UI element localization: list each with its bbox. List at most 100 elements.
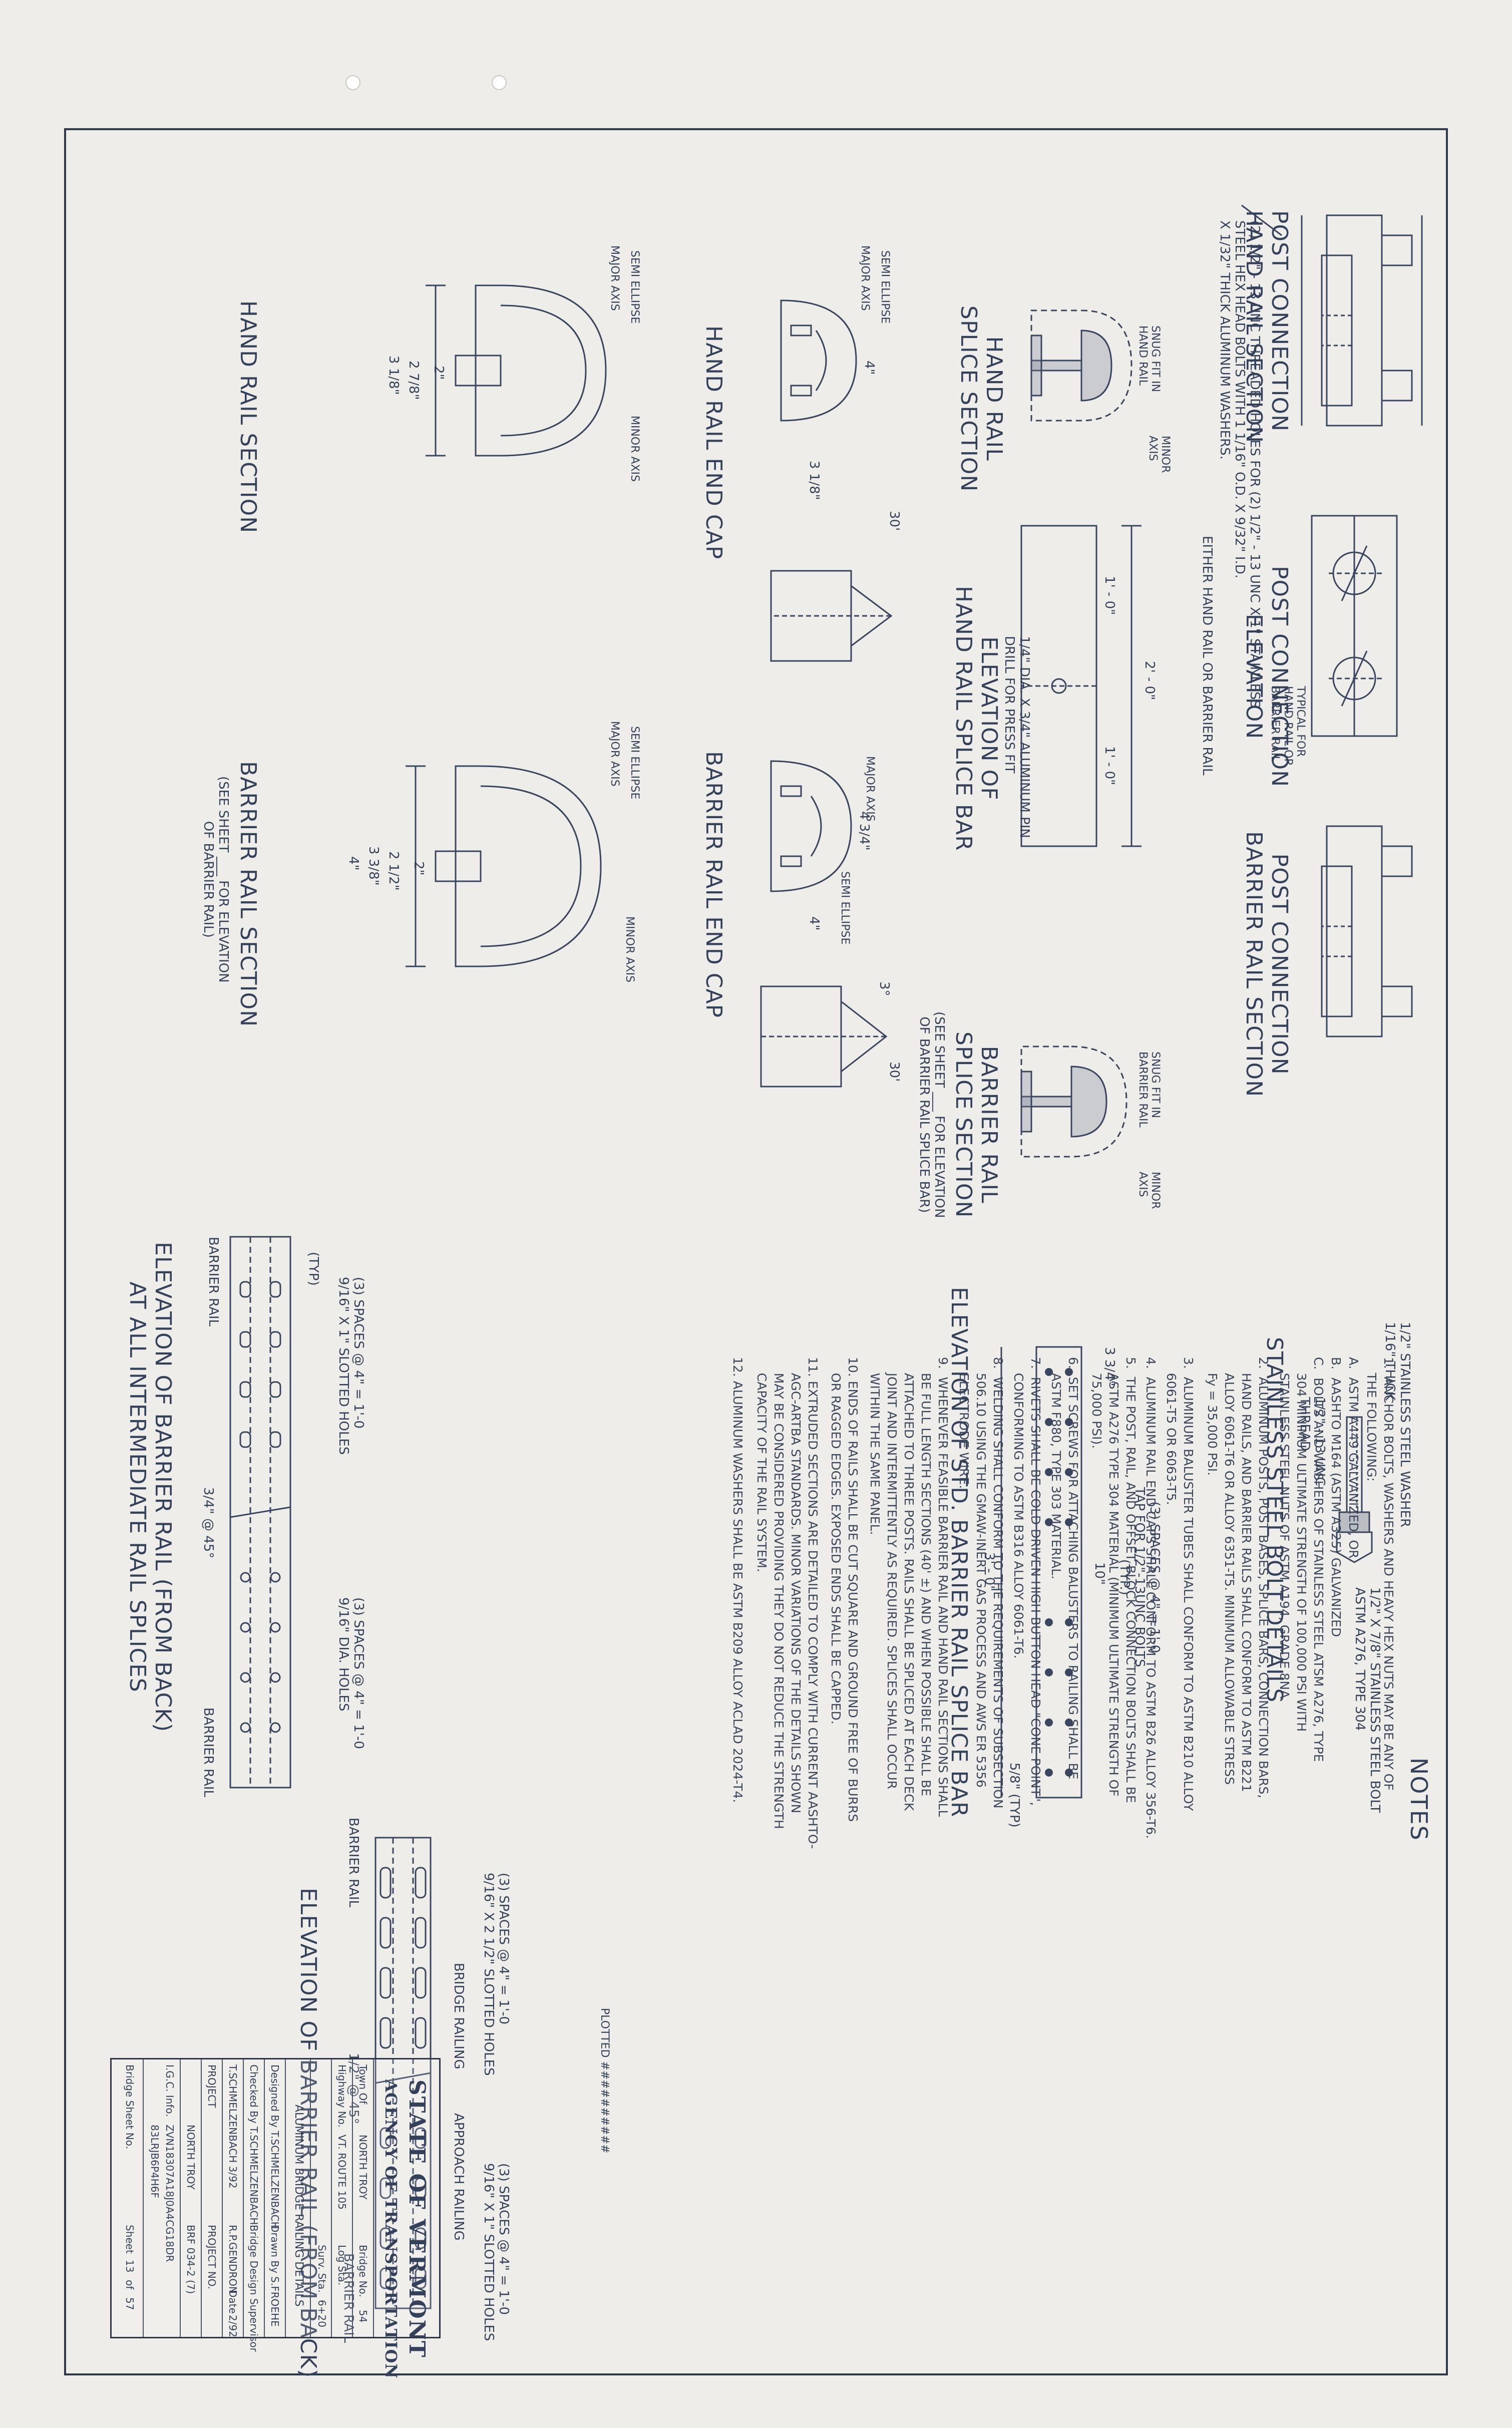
highway-label: Highway No. (336, 2064, 348, 2128)
barrier-rail-splice-section-drawing (1020, 1046, 1127, 1158)
drawn-by: Drawn By S.FROEHE (269, 2225, 281, 2327)
agency-name: AGENCY OF TRANSPORTATION (382, 2079, 401, 2379)
notes-heading: NOTES (1405, 1758, 1432, 1841)
detail-linework (229, 204, 1423, 2309)
major-axis-label-1: MAJOR AXIS (859, 245, 871, 311)
project-label-2: PROJECT NO. (206, 2225, 218, 2290)
barrier-rail-section-drawing (406, 765, 602, 967)
minor-axis-barrier-splice: MINOR AXIS (1136, 1172, 1162, 1209)
supervisor-name: R.P.GENDRON (227, 2225, 239, 2294)
of-value: 57 (124, 2297, 136, 2310)
title-elevation-hand-rail-splice-bar: ELEVATION OF HAND RAIL SPLICE BAR (951, 586, 1002, 851)
surv-sta-value: 6+20 (316, 2300, 328, 2327)
dim-4-3-4: 4 3/4" (857, 811, 872, 851)
title-block: STATE OF VERMONT AGENCY OF TRANSPORTATIO… (110, 2058, 441, 2379)
semi-ellipse-label-2: SEMI ELLIPSE (839, 871, 851, 945)
project-label: PROJECT (206, 2064, 218, 2108)
dim-3deg: 3° (877, 981, 892, 996)
dim-1-0-left: 1' - 0" (1102, 576, 1117, 615)
dim-3-1-8-section: 3 1/8" (386, 356, 401, 395)
minor-axis-hand-splice: MINOR AXIS (1146, 436, 1172, 473)
either-hand-rail-label: EITHER HAND RAIL OR BARRIER RAIL (1200, 536, 1215, 776)
dim-4-end-cap: 4" (862, 361, 877, 375)
threaded-holes-note: (2) 1/2" - 13 UNC THREADED HOLES FOR (2)… (1217, 220, 1262, 709)
dim-2-barrier: 2" (411, 861, 426, 876)
dim-2-7-8: 2 7/8" (406, 361, 421, 400)
title-barrier-rail-splice-section: BARRIER RAIL SPLICE SECTION (951, 1031, 1002, 1218)
bridge-design-supervisor: Bridge Design Supervisor (248, 2225, 260, 2352)
punch-hole (345, 75, 360, 90)
town-value: NORTH TROY (357, 2135, 369, 2200)
stainless-steel-bolt-drawing (1336, 1416, 1373, 1563)
bridge-sheet-label: Bridge Sheet No. (124, 2064, 136, 2149)
barrier-rail-intermediate-elevation-drawing (229, 1236, 291, 1789)
sheet-label: Sheet (124, 2225, 136, 2254)
bridge-no-value: 54 (357, 2310, 369, 2323)
semi-ellipse-label-1: SEMI ELLIPSE (879, 250, 891, 324)
dim-4-barrier-cap: 4" (807, 916, 822, 931)
title-barrier-rail-end-cap: BARRIER RAIL END CAP (701, 751, 726, 1018)
designed-by: Designed By T.SCHMELZENBACH (269, 2064, 281, 2229)
note-item: 1. ANCHOR BOLTS, WASHERS AND HEAVY HEX N… (1364, 1357, 1396, 1791)
snug-fit-hand-rail: SNUG FIT IN HAND RAIL (1136, 325, 1162, 393)
punch-hole (492, 75, 507, 90)
barrier-rail-label-a: BARRIER RAIL (206, 1237, 221, 1327)
dim-30-a: 30' (887, 511, 902, 531)
barrier-rail-label-c: BARRIER RAIL (346, 1818, 361, 1908)
note-item: 10. ENDS OF RAILS SHALL BE CUT SQUARE AN… (829, 1357, 860, 1822)
title-elevation-barrier-rail-intermediate: ELEVATION OF BARRIER RAIL (FROM BACK) AT… (125, 1242, 176, 1732)
post-connection-elevation-drawing (1311, 515, 1398, 737)
barrier-rail-section-note: (SEE SHEET ___ FOR ELEVATION OF BARRIER … (201, 776, 231, 983)
slotted-holes-a-label: (3) SPACES @ 4" = 1'-0 9/16" X 1" SLOTTE… (336, 1277, 366, 1455)
note-item: 8. WELDING SHALL CONFORM TO THE REQUIREM… (957, 1357, 1005, 1809)
description: ALUMINUM BRIDGE RAILING DETAILS (292, 2105, 305, 2307)
aluminum-pin-label: 1/4" DIA. X 3/4" ALUMINUM PIN DRILL FOR … (1002, 636, 1032, 838)
slotted-holes-b-label: (3) SPACES @ 4" = 1'-0 9/16" X 2 1/2" SL… (481, 1873, 511, 2076)
drawing-border (64, 128, 1448, 2375)
note-item: B. AASHTO M164 (ASTM A325) GALVANIZED (1329, 1357, 1343, 1637)
igc-label: I.G.C. Info. (164, 2064, 176, 2117)
date-value: 2/92 (227, 2315, 239, 2337)
note-item: 7. RIVETS SHALL BE COLD DRIVEN HIGH BUTT… (1011, 1357, 1043, 1806)
title-barrier-rail-section: BARRIER RAIL SECTION (235, 761, 261, 1027)
barrier-rail-splice-section-note: (SEE SHEET ___ FOR ELEVATION OF BARRIER … (917, 1011, 947, 1218)
post-connection-barrier-rail-section-drawing (1321, 825, 1413, 1037)
checked-by: Checked By T.SCHMELZENBACH (248, 2064, 260, 2225)
hand-rail-section-drawing (426, 284, 607, 457)
dim-2-0: 2' - 0" (1142, 661, 1157, 701)
dim-30-b: 30' (887, 1062, 902, 1082)
project-town: NORTH TROY (185, 2125, 197, 2190)
title-hand-rail-end-cap: HAND RAIL END CAP (701, 325, 726, 560)
typical-for-label: TYPICAL FOR HAND RAIL OR BARRIER RAIL (1269, 686, 1307, 766)
barrier-rail-back-elevation-drawing (374, 1837, 432, 2309)
std-barrier-rail-splice-bar-drawing (1000, 1346, 1082, 1799)
snug-fit-barrier-rail: SNUG FIT IN BARRIER RAIL (1136, 1052, 1162, 1128)
note-item: 2. ALUMINUM POSTS, POST BASES, SPLICE BA… (1205, 1357, 1271, 1799)
highway-value: VT. ROUTE 105 (336, 2135, 348, 2210)
dim-3-3-8: 3 3/8" (366, 846, 381, 886)
of-label: of (124, 2280, 136, 2290)
hand-rail-splice-section-drawing (1030, 309, 1132, 422)
igc-value: ZVN18307A18J0A4CG18DR (164, 2125, 176, 2262)
minor-axis-label-3: MINOR AXIS (628, 416, 641, 482)
dim-3-1-8-end-cap: 3 1/8" (807, 461, 822, 500)
typ-label: (TYP) (306, 1252, 321, 1286)
dim-4-barrier-section: 4" (346, 856, 361, 871)
sheet-value: 13 (124, 2260, 136, 2273)
igc-value-2: 83LRJB6P4H6F (149, 2125, 161, 2198)
note-item: 12. ALUMINUM WASHERS SHALL BE ASTM B209 … (730, 1357, 745, 1803)
drawing-canvas: POST CONNECTION HAND RAIL SECTION POST C… (90, 135, 1442, 2379)
barrier-rail-end-cap-drawing (760, 760, 888, 1088)
dim-2-hand: 2" (431, 366, 446, 380)
note-item: 11. EXTRUDED SECTIONS ARE DETAILED TO CO… (754, 1357, 820, 1849)
note-item: 9. WHENEVER FEASIBLE BARRIER RAIL AND HA… (868, 1357, 950, 1817)
town-label: Town Of (357, 2064, 369, 2105)
major-axis-label-4: MAJOR AXIS (608, 721, 621, 787)
barrier-rail-label-b: BARRIER RAIL (201, 1707, 216, 1798)
checked-name: T.SCHMELZENBACH 3/92 (227, 2064, 239, 2189)
title-post-connection-barrier-rail-section: POST CONNECTION BARRIER RAIL SECTION (1241, 831, 1292, 1097)
project-no: BRF 034-2 (7) (185, 2225, 197, 2294)
bridge-no-label: Bridge No. (357, 2245, 369, 2297)
title-hand-rail-section: HAND RAIL SECTION (235, 300, 261, 534)
semi-ellipse-label-3: SEMI ELLIPSE (628, 250, 641, 324)
